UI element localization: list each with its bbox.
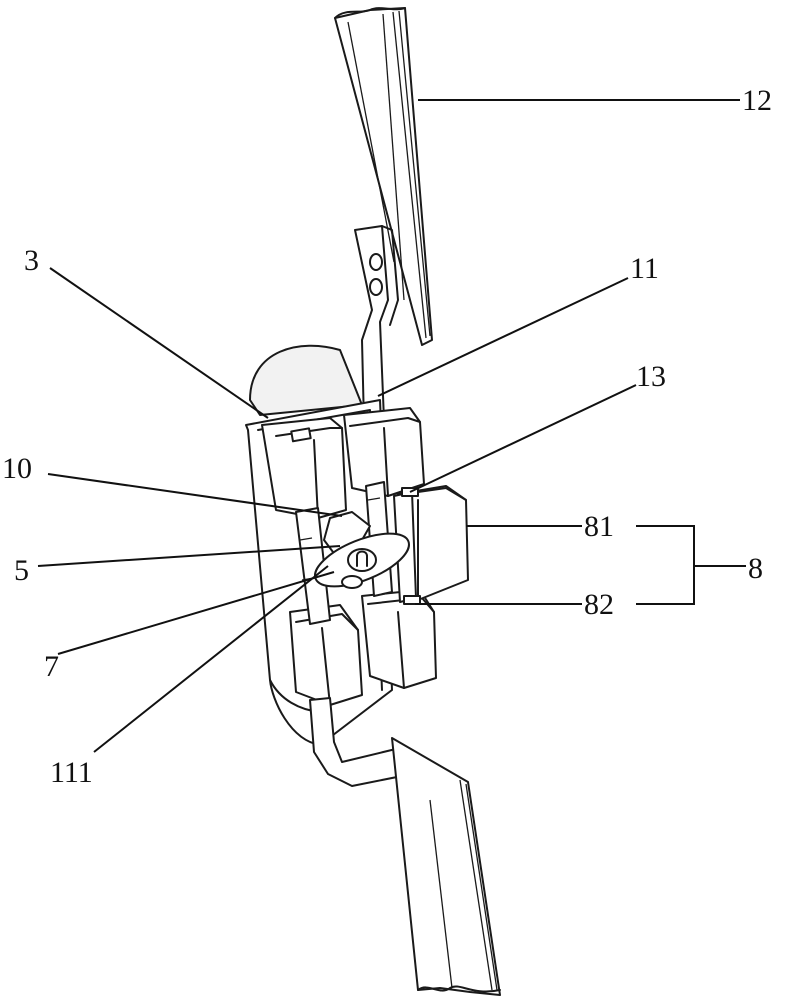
leader-7 <box>57 571 335 655</box>
label-13: 13 <box>636 360 666 393</box>
leader-13 <box>409 384 637 493</box>
leader-10 <box>47 473 343 517</box>
label-12: 12 <box>742 84 772 117</box>
spring-bottom-icon <box>403 595 421 605</box>
leader-lines <box>37 99 746 753</box>
labels: 12 11 3 13 10 81 5 8 82 7 111 <box>2 84 772 789</box>
label-82: 82 <box>584 588 614 621</box>
label-11: 11 <box>630 252 659 285</box>
label-7: 7 <box>44 650 59 683</box>
upper-rail <box>334 7 433 346</box>
leader-3 <box>49 267 269 419</box>
label-10: 10 <box>2 452 32 485</box>
leader-111 <box>93 565 329 753</box>
label-111: 111 <box>50 756 93 789</box>
label-81: 81 <box>584 510 614 543</box>
rotary-knob <box>314 511 410 589</box>
label-5: 5 <box>14 554 29 587</box>
bracket-8 <box>636 525 695 605</box>
upper-right-block <box>343 407 425 497</box>
leader-11 <box>377 277 629 397</box>
lower-left-block <box>289 604 363 706</box>
label-3: 3 <box>24 244 39 277</box>
upper-bracket <box>354 225 399 425</box>
leader-5 <box>37 545 341 567</box>
upper-left-block <box>261 417 347 519</box>
label-8: 8 <box>748 552 763 585</box>
lower-rail <box>391 737 501 996</box>
